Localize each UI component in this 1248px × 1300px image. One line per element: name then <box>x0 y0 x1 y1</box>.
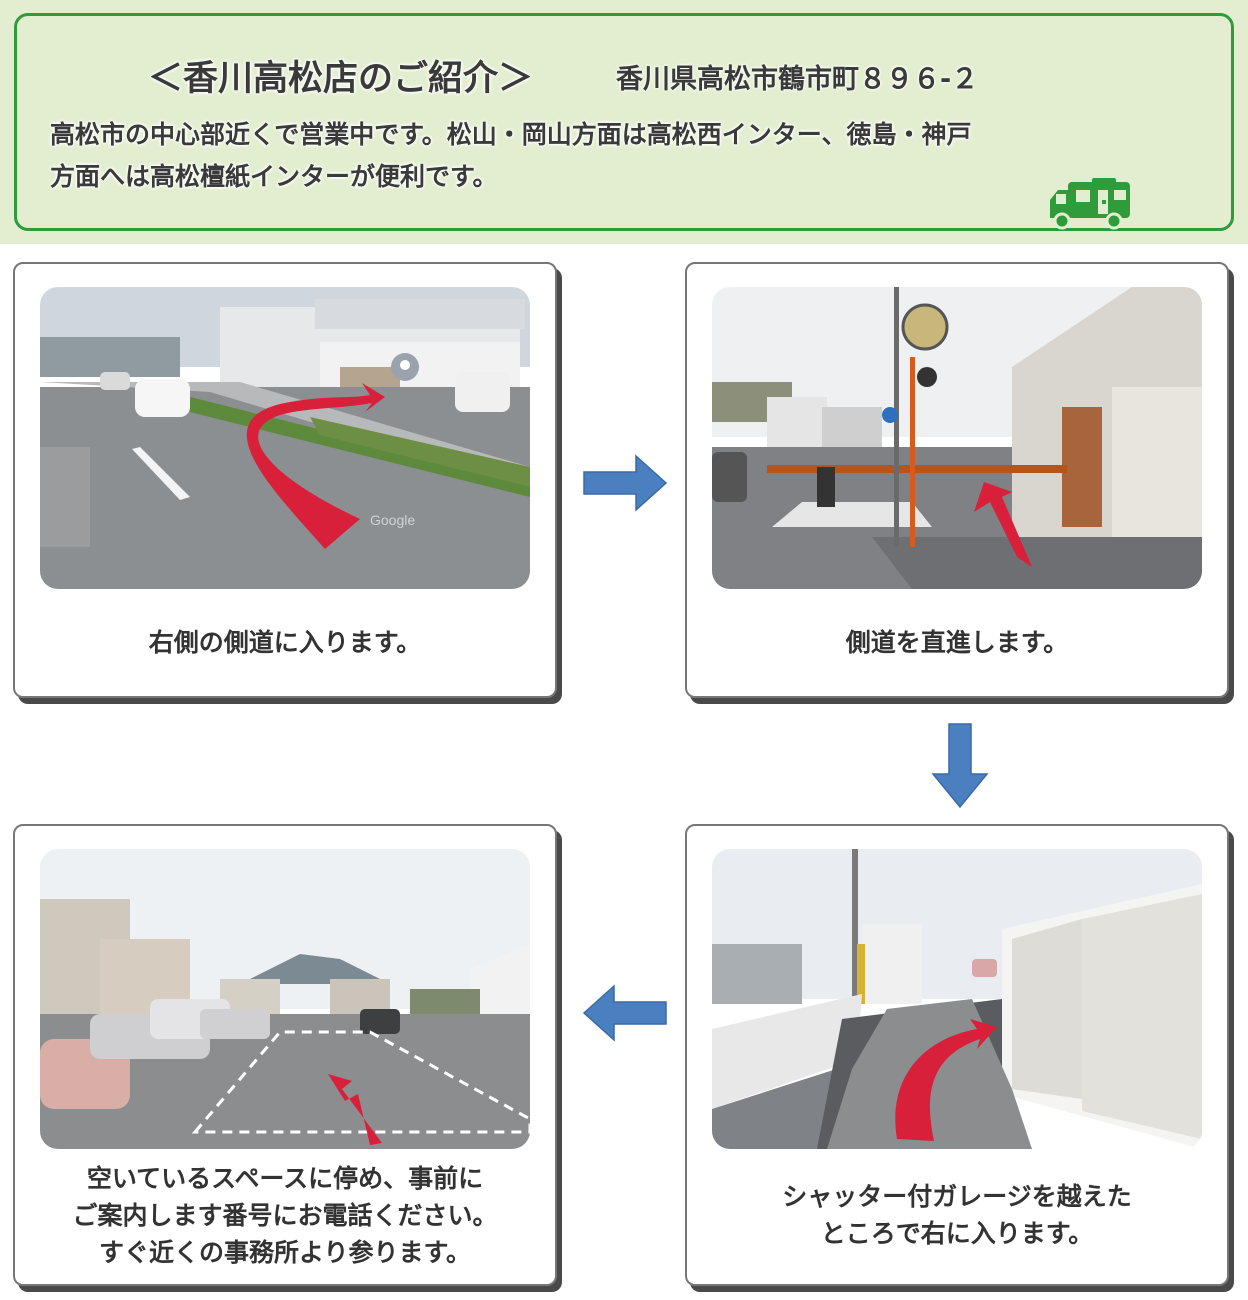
step-4-photo <box>40 849 530 1149</box>
store-title: ＜香川高松店のご紹介＞ <box>148 59 534 99</box>
step-4-caption-line-1: 空いているスペースに停め、事前に <box>86 1164 484 1193</box>
step-1-photo: Google <box>40 287 530 589</box>
store-description: 高松市の中心部近くで営業中です。松山・岡山方面は高松西インター、徳島・神戸 方面… <box>50 114 1160 198</box>
store-address: 香川県高松市鶴市町８９６-２ <box>616 64 979 95</box>
step-2-photo <box>712 287 1202 589</box>
flow-arrow-down-icon <box>931 723 989 809</box>
google-watermark: Google <box>370 512 415 528</box>
step-3-caption-line-1: シャッター付ガレージを越えた <box>782 1182 1132 1211</box>
flow-arrow-right-icon <box>583 454 668 512</box>
step-3-caption: シャッター付ガレージを越えた ところで右に入ります。 <box>687 1178 1227 1252</box>
step-4-caption: 空いているスペースに停め、事前に ご案内します番号にお電話ください。 すぐ近くの… <box>15 1160 555 1271</box>
step-1-caption: 右側の側道に入ります。 <box>148 628 422 657</box>
flow-arrow-left-icon <box>582 984 667 1042</box>
step-4-caption-line-2: ご案内します番号にお電話ください。 <box>72 1201 498 1230</box>
step-1-card: Google 右側の側道に入ります。 <box>13 262 557 698</box>
step-4-card: 空いているスペースに停め、事前に ご案内します番号にお電話ください。 すぐ近くの… <box>13 824 557 1286</box>
intro-banner <box>14 13 1234 231</box>
step-3-card: シャッター付ガレージを越えた ところで右に入ります。 <box>685 824 1229 1286</box>
step-2-card: 側道を直進します。 <box>685 262 1229 698</box>
step-3-photo <box>712 849 1202 1149</box>
step-3-caption-line-2: ところで右に入ります。 <box>820 1219 1094 1248</box>
camper-truck-icon <box>1050 178 1130 230</box>
step-2-caption: 側道を直進します。 <box>845 628 1069 657</box>
step-4-caption-line-3: すぐ近くの事務所より参ります。 <box>98 1238 471 1267</box>
store-description-line-1: 高松市の中心部近くで営業中です。松山・岡山方面は高松西インター、徳島・神戸 <box>50 120 972 149</box>
store-description-line-2: 方面へは高松檀紙インターが便利です。 <box>50 162 498 191</box>
